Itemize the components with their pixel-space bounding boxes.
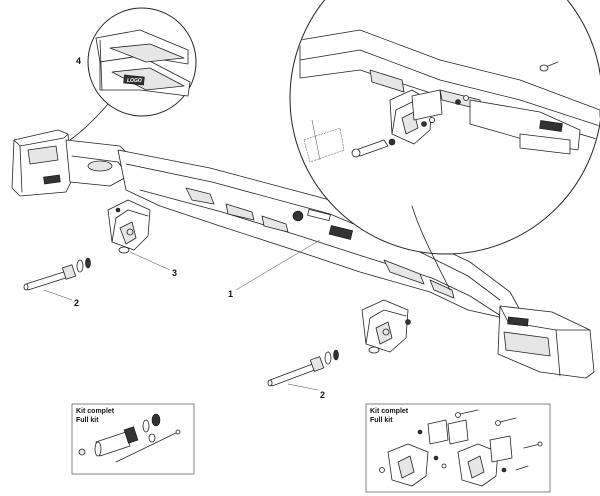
kit-right-line1: Kit complet <box>370 408 409 415</box>
beam-cutout-2 <box>225 203 255 221</box>
leader-3 <box>129 251 171 271</box>
kit-box-left: Kit complet Full kit <box>71 403 195 475</box>
callout-4: 4 <box>76 56 81 66</box>
beam-cutout-1 <box>185 187 215 205</box>
kit-box-right: Kit complet Full kit <box>365 403 551 493</box>
detail-circle-mount <box>289 0 600 255</box>
kit-left-line1: Kit complet <box>76 408 115 415</box>
pin-left <box>23 257 91 291</box>
logo-plate-detail <box>123 74 145 86</box>
kit-right-line2: Full kit <box>370 417 393 424</box>
main-beam <box>11 129 595 379</box>
callout-2-left: 2 <box>74 298 79 308</box>
beam-cutout-3 <box>261 215 289 233</box>
kit-left-line2: Full kit <box>76 417 99 424</box>
beam-cutout-4 <box>383 259 425 285</box>
pin-right <box>267 349 339 387</box>
callout-2-right: 2 <box>320 390 325 400</box>
leader-2-right <box>287 383 319 391</box>
callout-3: 3 <box>172 268 177 278</box>
mount-bracket-right <box>361 299 411 354</box>
leader-2-left <box>43 289 73 301</box>
detail-leader-4 <box>69 103 109 141</box>
logo-plate-center <box>328 225 354 240</box>
brand-disc <box>292 210 304 222</box>
logo-detail-text: LOGO <box>127 78 142 84</box>
detail-circle-end-cap: LOGO <box>87 7 197 117</box>
detail-leader-mount <box>411 205 451 291</box>
beam-cutout-5 <box>429 279 455 299</box>
callout-1: 1 <box>228 289 233 299</box>
leader-1 <box>235 239 321 291</box>
mount-bracket-left <box>107 199 151 254</box>
